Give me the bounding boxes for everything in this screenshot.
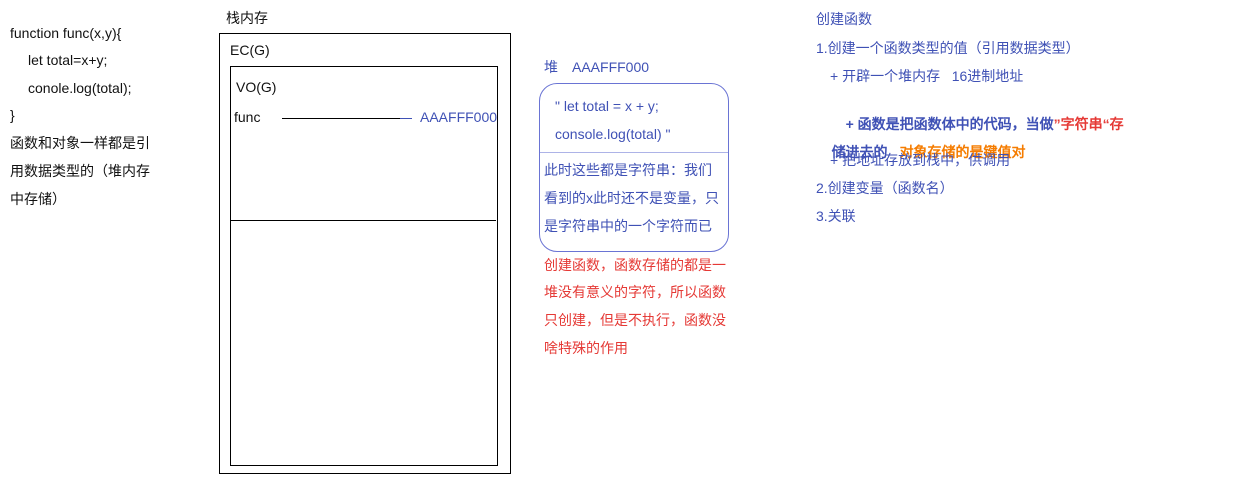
step-1-sub-2: + 函数是把函数体中的代码，当做”字符串“存 xyxy=(830,94,1124,154)
step-1-sub-3: + 把地址存放到栈中，供调用 xyxy=(830,152,1011,168)
heap-code-line: " let total = x + y; xyxy=(555,98,659,114)
variable-name: func xyxy=(234,109,261,125)
heap-note-line: 此时这些都是字符串：我们 xyxy=(544,162,712,178)
step-3: 3.关联 xyxy=(816,208,856,224)
heap-note-line: 是字符串中的一个字符而已 xyxy=(544,218,712,234)
step-1-sub-2-cont-blue: 储进去的 xyxy=(831,144,888,160)
reference-line xyxy=(282,118,400,119)
ec-label: EC(G) xyxy=(230,42,270,58)
red-note-line: 堆没有意义的字符，所以函数 xyxy=(544,284,726,300)
code-line: conole.log(total); xyxy=(28,80,132,96)
code-line: function func(x,y){ xyxy=(10,25,122,41)
step-1-sub-2-blue: + 函数是把函数体中的代码，当做 xyxy=(845,116,1054,132)
step-1: 1.创建一个函数类型的值（引用数据类型） xyxy=(816,40,1080,56)
step-1-sub-1: + 开辟一个堆内存 16进制地址 xyxy=(830,68,1024,84)
stack-ec-box xyxy=(219,33,511,474)
stack-title: 栈内存 xyxy=(226,10,268,26)
heap-divider xyxy=(540,152,728,153)
heap-note-line: 看到的x此时还不是变量，只 xyxy=(544,190,719,206)
code-line: let total=x+y; xyxy=(28,52,108,68)
stack-divider xyxy=(230,220,496,221)
red-note-line: 创建函数，函数存储的都是一 xyxy=(544,257,726,273)
code-line: } xyxy=(10,107,15,123)
reference-line-tail xyxy=(400,118,412,119)
vo-label: VO(G) xyxy=(236,79,277,95)
red-note-line: 只创建，但是不执行，函数没 xyxy=(544,312,726,328)
step-1-sub-2-red: ”字符串“存 xyxy=(1053,116,1124,132)
step-1-sub-2-continued: 储进去的对象存储的是键值对 xyxy=(816,122,1026,182)
red-note-line: 啥特殊的作用 xyxy=(544,340,628,356)
step-2: 2.创建变量（函数名） xyxy=(816,180,954,196)
steps-title: 创建函数 xyxy=(816,11,872,27)
left-note-line: 函数和对象一样都是引 xyxy=(10,135,150,151)
stack-vo-box xyxy=(230,66,498,466)
variable-address: AAAFFF000 xyxy=(420,109,498,125)
step-1-sub-2-cont-orange: 对象存储的是键值对 xyxy=(899,144,1026,160)
heap-memory-box xyxy=(539,83,729,252)
left-note-line: 中存储） xyxy=(10,191,66,207)
heap-address: AAAFFF000 xyxy=(572,59,650,75)
heap-code-line: console.log(total) " xyxy=(555,126,671,142)
left-note-line: 用数据类型的（堆内存 xyxy=(10,163,150,179)
heap-label: 堆 xyxy=(544,59,558,75)
